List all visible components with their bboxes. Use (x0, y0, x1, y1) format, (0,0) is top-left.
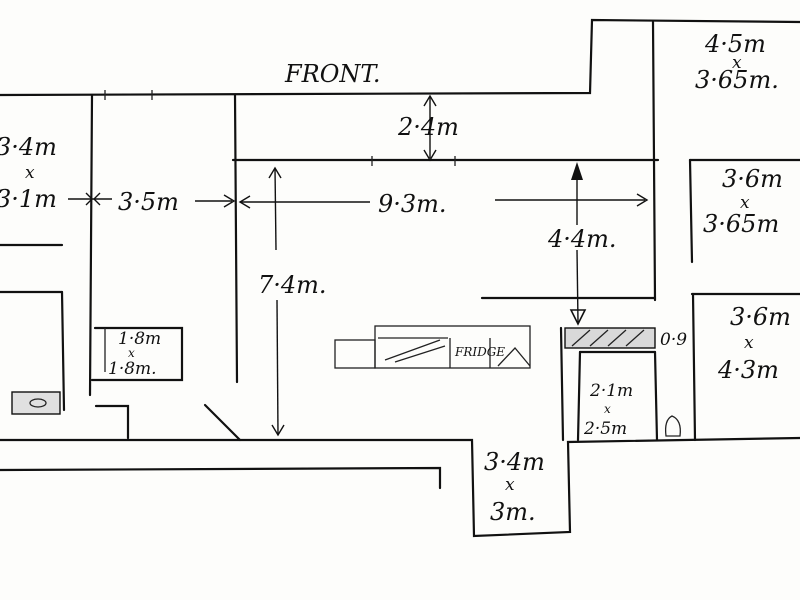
bench-depth-label: 0·9 (660, 330, 687, 350)
bottom-room-dim1: 3·4m (484, 448, 545, 476)
bottom-room-x: x (505, 475, 515, 495)
labels: FRONT. 4·5m x 3·65m. 2·4m 3·4m x 3·1m 3·… (0, 30, 791, 526)
small-room-dim2: 1·8m. (108, 359, 157, 379)
dimension-arrows (68, 94, 649, 437)
room-right2-dim1: 3·6m (730, 303, 791, 331)
room-left-dim2: 3·1m (0, 185, 57, 213)
room-right2-x: x (744, 333, 754, 353)
fixtures (11, 325, 681, 437)
room-right1-dim2: 3·65m (703, 210, 779, 238)
fridge-label: FRIDGE (454, 345, 505, 359)
room-right2-dim2: 4·3m (717, 356, 779, 384)
bath-dim2: 2·5m (583, 419, 627, 439)
small-room-dim1: 1·8m (118, 329, 161, 349)
room-left-x: x (25, 163, 35, 183)
width-3-5-label: 3·5m (118, 188, 179, 216)
height-4-4-label: 4·4m. (547, 225, 617, 253)
room-top-right-dim1: 4·5m (704, 30, 766, 58)
sink (11, 391, 61, 415)
bath-x: x (604, 402, 611, 416)
height-7-4-label: 7·4m. (258, 271, 327, 299)
kitchen-bench-left (334, 339, 376, 369)
room-top-right-dim2: 3·65m. (695, 66, 779, 94)
corridor-height-label: 2·4m (397, 113, 459, 141)
toilet (664, 415, 681, 437)
room-left-dim1: 3·4m (0, 133, 57, 161)
front-label: FRONT. (284, 60, 381, 88)
room-right1-dim1: 3·6m (722, 165, 783, 193)
bath-dim1: 2·1m (589, 381, 633, 401)
width-9-3-label: 9·3m. (378, 190, 447, 218)
small-room-x: x (128, 346, 135, 360)
room-top-right-x: x (732, 53, 742, 73)
walls (0, 18, 800, 538)
room-right1-x: x (740, 193, 750, 213)
kitchen-bench (374, 325, 531, 369)
bottom-room-dim2: 3m. (490, 498, 536, 526)
